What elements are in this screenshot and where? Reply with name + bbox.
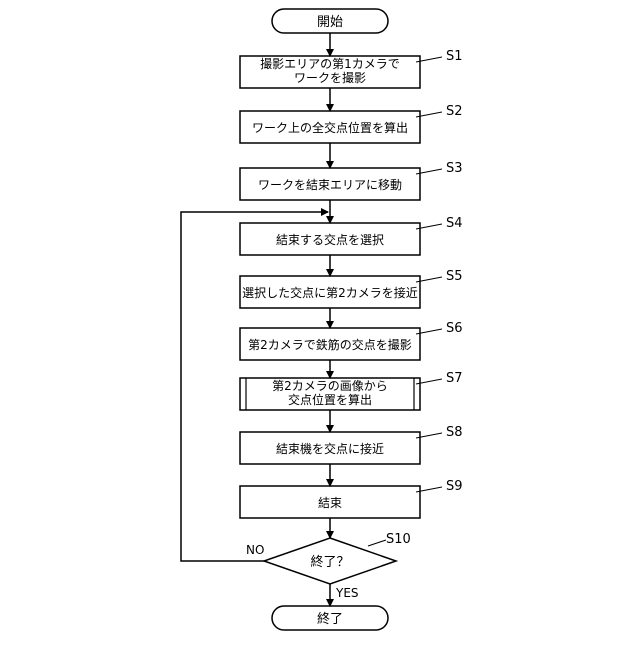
process-text-line: 第2カメラの画像から xyxy=(272,379,388,393)
end-terminal: 終了 xyxy=(272,606,388,630)
step-id-label: S6 xyxy=(446,321,463,336)
process-text-line: ワーク上の全交点位置を算出 xyxy=(252,120,408,135)
start-label: 開始 xyxy=(317,15,343,30)
start-terminal: 開始 xyxy=(272,9,388,33)
process-box-s2: ワーク上の全交点位置を算出 S2 xyxy=(240,104,463,143)
step-id-label: S7 xyxy=(446,371,463,386)
process-text-line: 結束機を交点に接近 xyxy=(276,441,384,456)
process-box-s4: 結束する交点を選択 S4 xyxy=(240,216,463,255)
process-text-line: 結束する交点を選択 xyxy=(276,232,384,247)
decision-leader-line xyxy=(368,540,386,546)
process-text-line: 結束 xyxy=(318,496,342,510)
decision-step-id: S10 xyxy=(386,532,411,547)
process-text-line: 選択した交点に第2カメラを接近 xyxy=(242,285,418,300)
step-id-label: S8 xyxy=(446,425,463,440)
step-id-label: S2 xyxy=(446,104,463,119)
process-steps: 撮影エリアの第1カメラでワークを撮影 S1 ワーク上の全交点位置を算出 S2 ワークを結… xyxy=(240,49,463,518)
step-id-label: S5 xyxy=(446,269,463,284)
process-text-line: ワークを結束エリアに移動 xyxy=(258,178,402,192)
process-box-s1: 撮影エリアの第1カメラでワークを撮影 S1 xyxy=(240,49,463,88)
process-box-s3: ワークを結束エリアに移動 S3 xyxy=(240,161,463,200)
yes-label: YES xyxy=(335,586,359,600)
step-id-label: S9 xyxy=(446,479,463,494)
no-label: NO xyxy=(246,543,264,557)
step-id-label: S3 xyxy=(446,161,463,176)
step-id-label: S1 xyxy=(446,49,463,64)
step-id-label: S4 xyxy=(446,216,463,231)
process-box-s6: 第2カメラで鉄筋の交点を撮影 S6 xyxy=(240,321,463,360)
process-box-s9: 結束 S9 xyxy=(240,479,463,518)
process-box-s7: 第2カメラの画像から交点位置を算出 S7 xyxy=(240,371,463,410)
process-text-line: 交点位置を算出 xyxy=(288,392,372,407)
process-text-line: 撮影エリアの第1カメラで xyxy=(260,57,400,71)
process-box-s8: 結束機を交点に接近 S8 xyxy=(240,425,463,464)
end-label: 終了 xyxy=(317,611,343,627)
process-box-s5: 選択した交点に第2カメラを接近 S5 xyxy=(240,269,463,308)
process-text-line: ワークを撮影 xyxy=(294,71,366,85)
process-text-line: 第2カメラで鉄筋の交点を撮影 xyxy=(248,337,412,352)
decision-label: 終了？ xyxy=(310,554,349,570)
decision-diamond: 終了？ S10 NO YES xyxy=(246,532,411,600)
